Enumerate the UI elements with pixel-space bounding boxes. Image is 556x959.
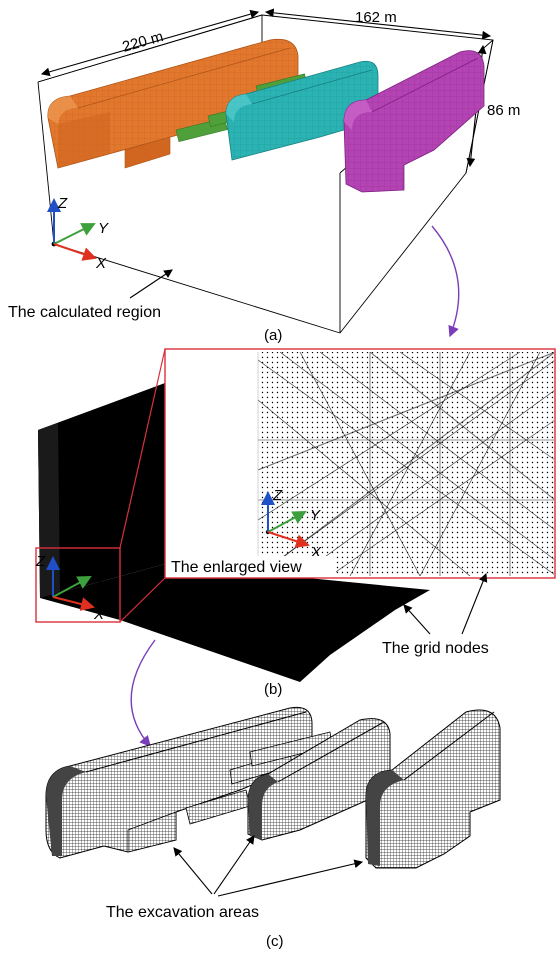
mesh-cavern-right bbox=[365, 709, 501, 869]
axis-y-label-a: Y bbox=[98, 220, 109, 237]
enlarged-view-inset: Z Y X The enlarged view bbox=[164, 348, 556, 579]
grid-nodes-pointer-1 bbox=[403, 604, 431, 635]
dim-width-label: 162 m bbox=[355, 9, 397, 26]
axis-x-label-b: X bbox=[93, 606, 105, 623]
panel-c: The excavation areas (c) bbox=[45, 706, 501, 950]
region-label: The calculated region bbox=[8, 304, 161, 321]
mesh-floor bbox=[40, 564, 430, 682]
zoom-arrow-b-c bbox=[130, 639, 156, 748]
axis-y-label-b: Y bbox=[96, 569, 107, 586]
mesh-cavern-left bbox=[45, 706, 313, 859]
grid-nodes-label: The grid nodes bbox=[382, 640, 489, 657]
grid-nodes-pointer-2 bbox=[461, 572, 488, 635]
zoom-arrow-a-b bbox=[431, 225, 460, 338]
axis-triad-a: Z Y X bbox=[47, 195, 109, 272]
excavation-pointer-1 bbox=[173, 847, 213, 895]
caption-c: (c) bbox=[266, 933, 284, 950]
dim-length-label: 220 m bbox=[120, 28, 165, 56]
excavation-pointer-3 bbox=[217, 859, 364, 897]
excavation-pointer-2 bbox=[213, 835, 255, 895]
magenta-cavern bbox=[343, 50, 485, 193]
panel-a: 220 m 162 m 86 m bbox=[8, 8, 520, 344]
panel-b: Z Y X bbox=[35, 348, 556, 748]
mesh-wall bbox=[38, 383, 165, 598]
region-pointer bbox=[129, 269, 173, 299]
caption-b: (b) bbox=[264, 681, 282, 698]
inset-axis-z-label: Z bbox=[272, 487, 283, 504]
zoom-source-box bbox=[35, 547, 121, 623]
dim-height-label: 86 m bbox=[487, 102, 520, 119]
dim-162-arrow bbox=[264, 8, 492, 40]
inset-axis-y-label: Y bbox=[310, 507, 321, 524]
axis-z-label-a: Z bbox=[57, 195, 68, 212]
dim-220-arrow bbox=[40, 9, 260, 77]
cyan-cavern bbox=[225, 60, 379, 161]
axis-x-label-a: X bbox=[95, 255, 107, 272]
caption-a: (a) bbox=[264, 327, 282, 344]
axis-z-label-b: Z bbox=[35, 553, 46, 570]
orange-cavern bbox=[47, 38, 299, 169]
excavation-label: The excavation areas bbox=[106, 904, 259, 921]
axis-triad-b: Z Y X bbox=[35, 553, 107, 623]
mesh-cavern-middle bbox=[247, 718, 391, 841]
enlarged-view-label: The enlarged view bbox=[171, 559, 302, 576]
